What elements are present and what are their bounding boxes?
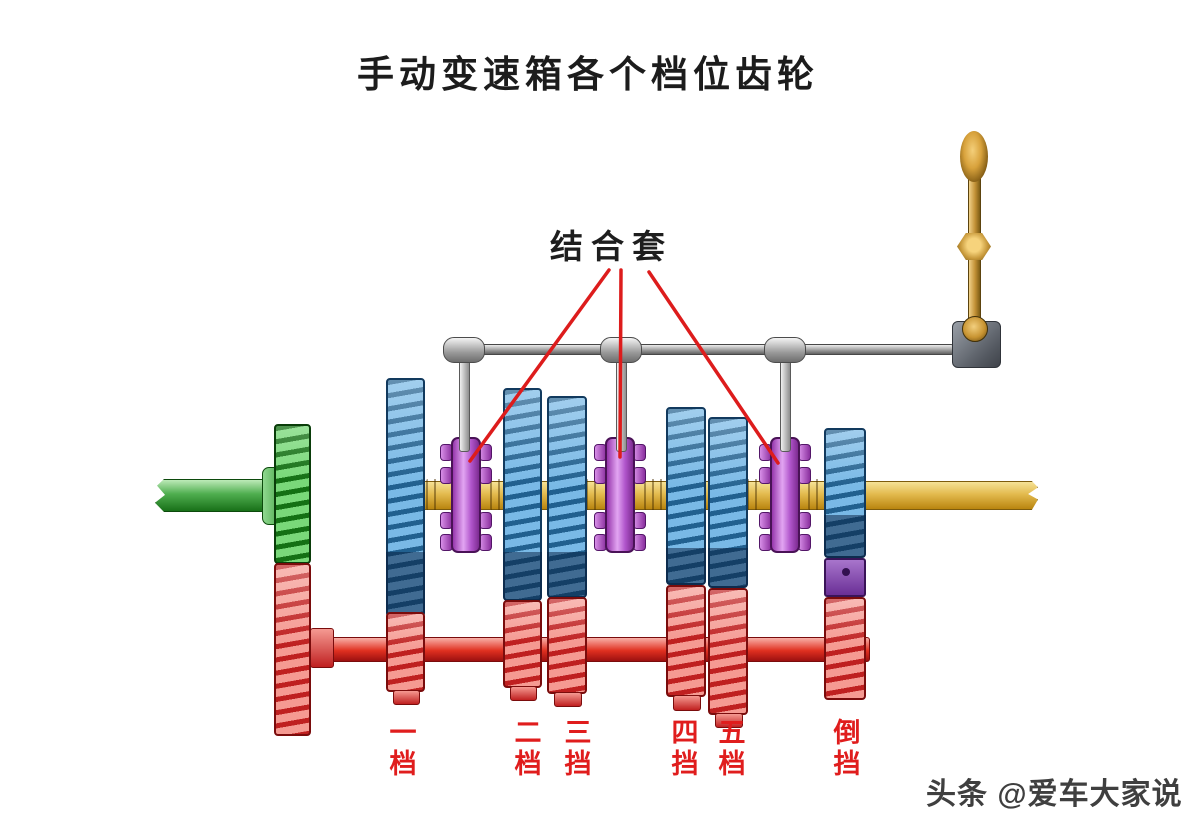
- counter-hub-1st: [393, 690, 420, 705]
- label-gear-4: 四挡: [671, 718, 699, 779]
- gear-shade: [666, 548, 706, 585]
- gear-shade: [824, 515, 866, 558]
- gear-4th: [666, 407, 706, 585]
- gear-shade: [547, 552, 587, 598]
- counter-gear-3rd: [547, 597, 587, 694]
- fork-collar-1: [443, 337, 485, 363]
- counter-hub-4th: [673, 695, 701, 711]
- gear-2nd: [503, 388, 542, 601]
- sleeve-body: [451, 437, 481, 553]
- output-shaft-spline: [747, 479, 760, 510]
- output-shaft-spline: [644, 479, 666, 510]
- coupling-sleeve-label: 结合套: [550, 228, 673, 265]
- reverse-segment-pin: [842, 568, 850, 576]
- label-gear-5: 五档: [718, 718, 746, 779]
- fork-collar-3: [764, 337, 806, 363]
- label-gear-3: 三挡: [564, 718, 592, 779]
- input-shaft: [155, 479, 279, 512]
- output-shaft-spline: [426, 479, 440, 510]
- counter-gear-4th: [666, 585, 706, 697]
- shift-lever-knob: [960, 131, 988, 182]
- label-gear-reverse: 倒挡: [833, 718, 861, 779]
- input-gear-green: [274, 424, 311, 564]
- pointer-line-2: [618, 268, 623, 459]
- page-title: 手动变速箱各个档位齿轮: [357, 54, 819, 95]
- watermark: 头条 @爱车大家说: [926, 778, 1183, 811]
- counter-hub-5th: [715, 713, 743, 728]
- pointer-line-1: [468, 268, 611, 463]
- gear-reverse: [824, 428, 866, 558]
- pointer-line-3: [647, 270, 780, 465]
- counter-gear-1st: [386, 612, 425, 692]
- output-shaft-spline: [586, 479, 598, 510]
- label-gear-1: 一档: [389, 718, 417, 779]
- output-shaft-spline: [808, 479, 824, 510]
- output-shaft-spline: [490, 479, 504, 510]
- counter-gear-5th: [708, 588, 748, 715]
- countershaft-hub: [310, 628, 334, 668]
- reverse-synchro-segment: [824, 558, 866, 597]
- gear-shade: [503, 552, 542, 601]
- counter-hub-3rd: [554, 692, 582, 707]
- label-gear-2: 二档: [514, 718, 542, 779]
- gear-5th: [708, 417, 748, 588]
- counter-gear-left: [274, 563, 311, 736]
- gear-3rd: [547, 396, 587, 598]
- gear-1st: [386, 378, 425, 617]
- gear-shade: [386, 552, 425, 617]
- counter-hub-2nd: [510, 686, 537, 701]
- counter-gear-reverse: [824, 597, 866, 700]
- shift-lever-ball-joint: [962, 316, 988, 342]
- gear-shade: [708, 548, 748, 588]
